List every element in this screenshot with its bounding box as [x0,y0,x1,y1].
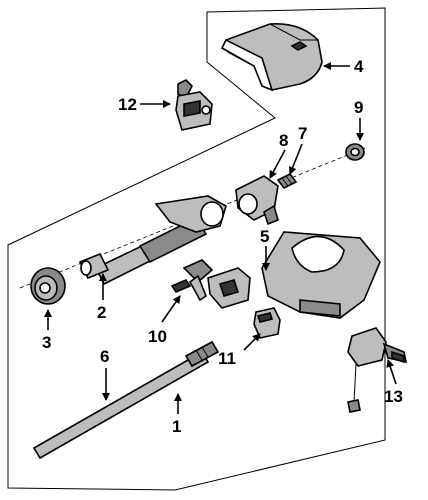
column-cover-part [220,23,323,92]
bushing-part [345,143,365,161]
callout-5: 5 [260,227,269,246]
lock-lever-part [170,259,251,309]
column-axis-dashed [19,147,366,289]
callout-12: 12 [118,95,137,114]
leader-arrow-11 [243,333,261,351]
callout-9: 9 [354,98,363,117]
callout-4: 4 [354,57,364,76]
callout-13: 13 [384,387,403,406]
spring-part [276,172,298,190]
callout-11: 11 [218,349,236,368]
housing-part [235,175,279,226]
steering-shaft-part [32,340,220,460]
bracket-part [253,307,281,339]
callout-7: 7 [298,124,307,143]
callout-2: 2 [97,303,106,322]
column-jacket-part [94,195,227,286]
leader-arrow-10 [161,295,181,323]
callout-1: 1 [172,417,181,436]
switch-part [175,79,213,131]
callout-8: 8 [279,131,288,150]
group-boundary-outline [7,7,386,491]
leader-arrow-8 [269,149,286,179]
sensor-switch-part [347,327,408,413]
bearing-part [30,267,66,305]
sleeve-part [78,252,110,280]
leader-arrow-7 [288,143,303,175]
leader-arrow-13 [386,359,397,385]
callout-3: 3 [42,333,51,352]
callout-10: 10 [148,327,167,346]
lower-shroud-part [261,231,381,319]
callout-6: 6 [100,347,109,366]
